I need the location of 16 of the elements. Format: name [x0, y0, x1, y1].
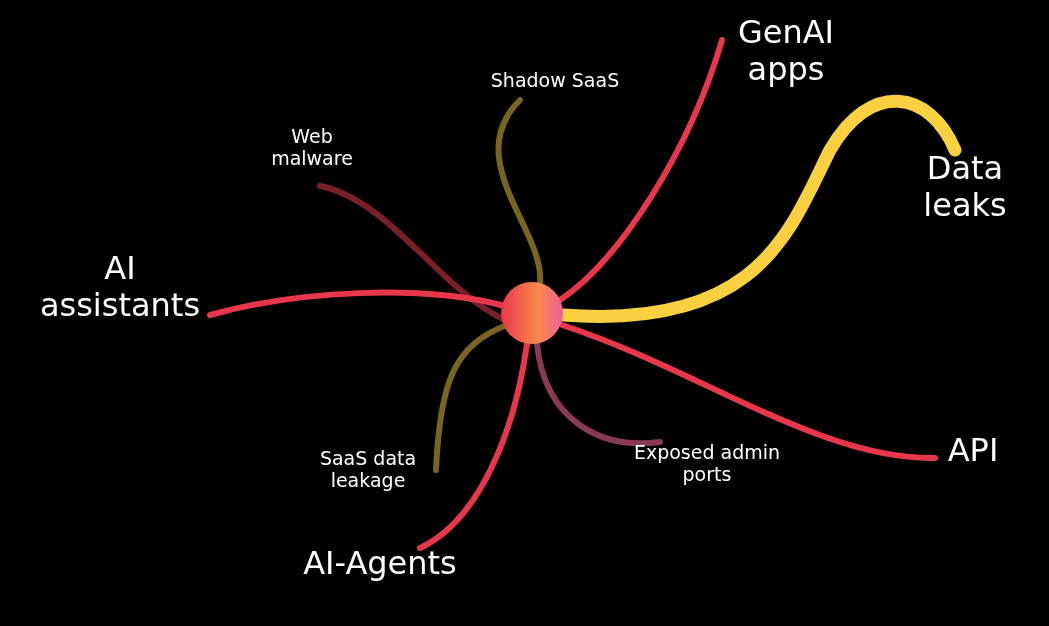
topic-label: SaaS data leakage [298, 448, 438, 492]
topic-label: AI assistants [20, 250, 220, 324]
topic-label: AI-Agents [285, 545, 475, 582]
topic-label: Exposed admin ports [622, 442, 792, 486]
topic-label: Web malware [262, 126, 362, 170]
curved-line [417, 341, 530, 551]
curved-line [495, 97, 543, 286]
curved-line [207, 289, 504, 318]
topic-label: API [935, 432, 1011, 469]
curved-line [559, 322, 938, 461]
topic-label: GenAI apps [722, 14, 850, 88]
curved-line [534, 341, 663, 447]
hub-circle [501, 282, 563, 344]
topic-label: Shadow SaaS [466, 70, 644, 92]
topic-label: Data leaks [905, 150, 1025, 224]
curved-line [557, 37, 725, 303]
